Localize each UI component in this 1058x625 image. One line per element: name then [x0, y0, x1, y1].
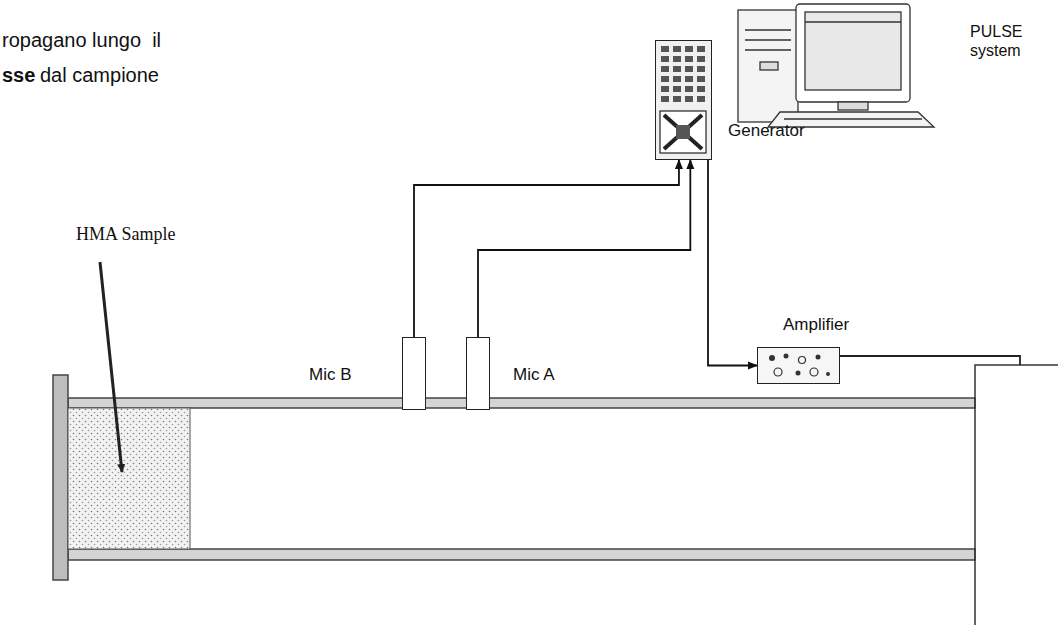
mic-a: Mic A [466, 337, 490, 410]
sample-pointer [100, 262, 122, 472]
mic-b: Mic B [402, 337, 426, 410]
hma-sample [68, 408, 190, 549]
analyzer-frontend: Generator [655, 40, 712, 160]
sample-label: HMA Sample [76, 224, 176, 246]
device-label: Generator [728, 121, 805, 141]
cut-heading-text: dal campione [40, 63, 159, 87]
cut-heading-text: sse [2, 63, 35, 87]
tube-wall-bottom [68, 549, 975, 560]
amplifier: Amplifier [757, 347, 840, 384]
amplifier-wire [840, 356, 1020, 365]
amplifier-illustration [758, 348, 838, 382]
end-plate [53, 375, 68, 580]
speaker-housing [975, 365, 1058, 625]
cut-heading-text: ropagano lungo il [2, 28, 161, 52]
system-label: PULSE system [970, 22, 1042, 60]
mic-label: Mic B [309, 365, 352, 385]
signal-wire [478, 160, 690, 337]
mic-label: Mic A [513, 365, 555, 385]
signal-wire [414, 160, 679, 337]
device-label: Amplifier [783, 315, 849, 335]
computer [738, 4, 934, 127]
analyzer-illustration [656, 41, 710, 158]
tube-wall-top [68, 398, 975, 408]
signal-wire [708, 160, 757, 366]
